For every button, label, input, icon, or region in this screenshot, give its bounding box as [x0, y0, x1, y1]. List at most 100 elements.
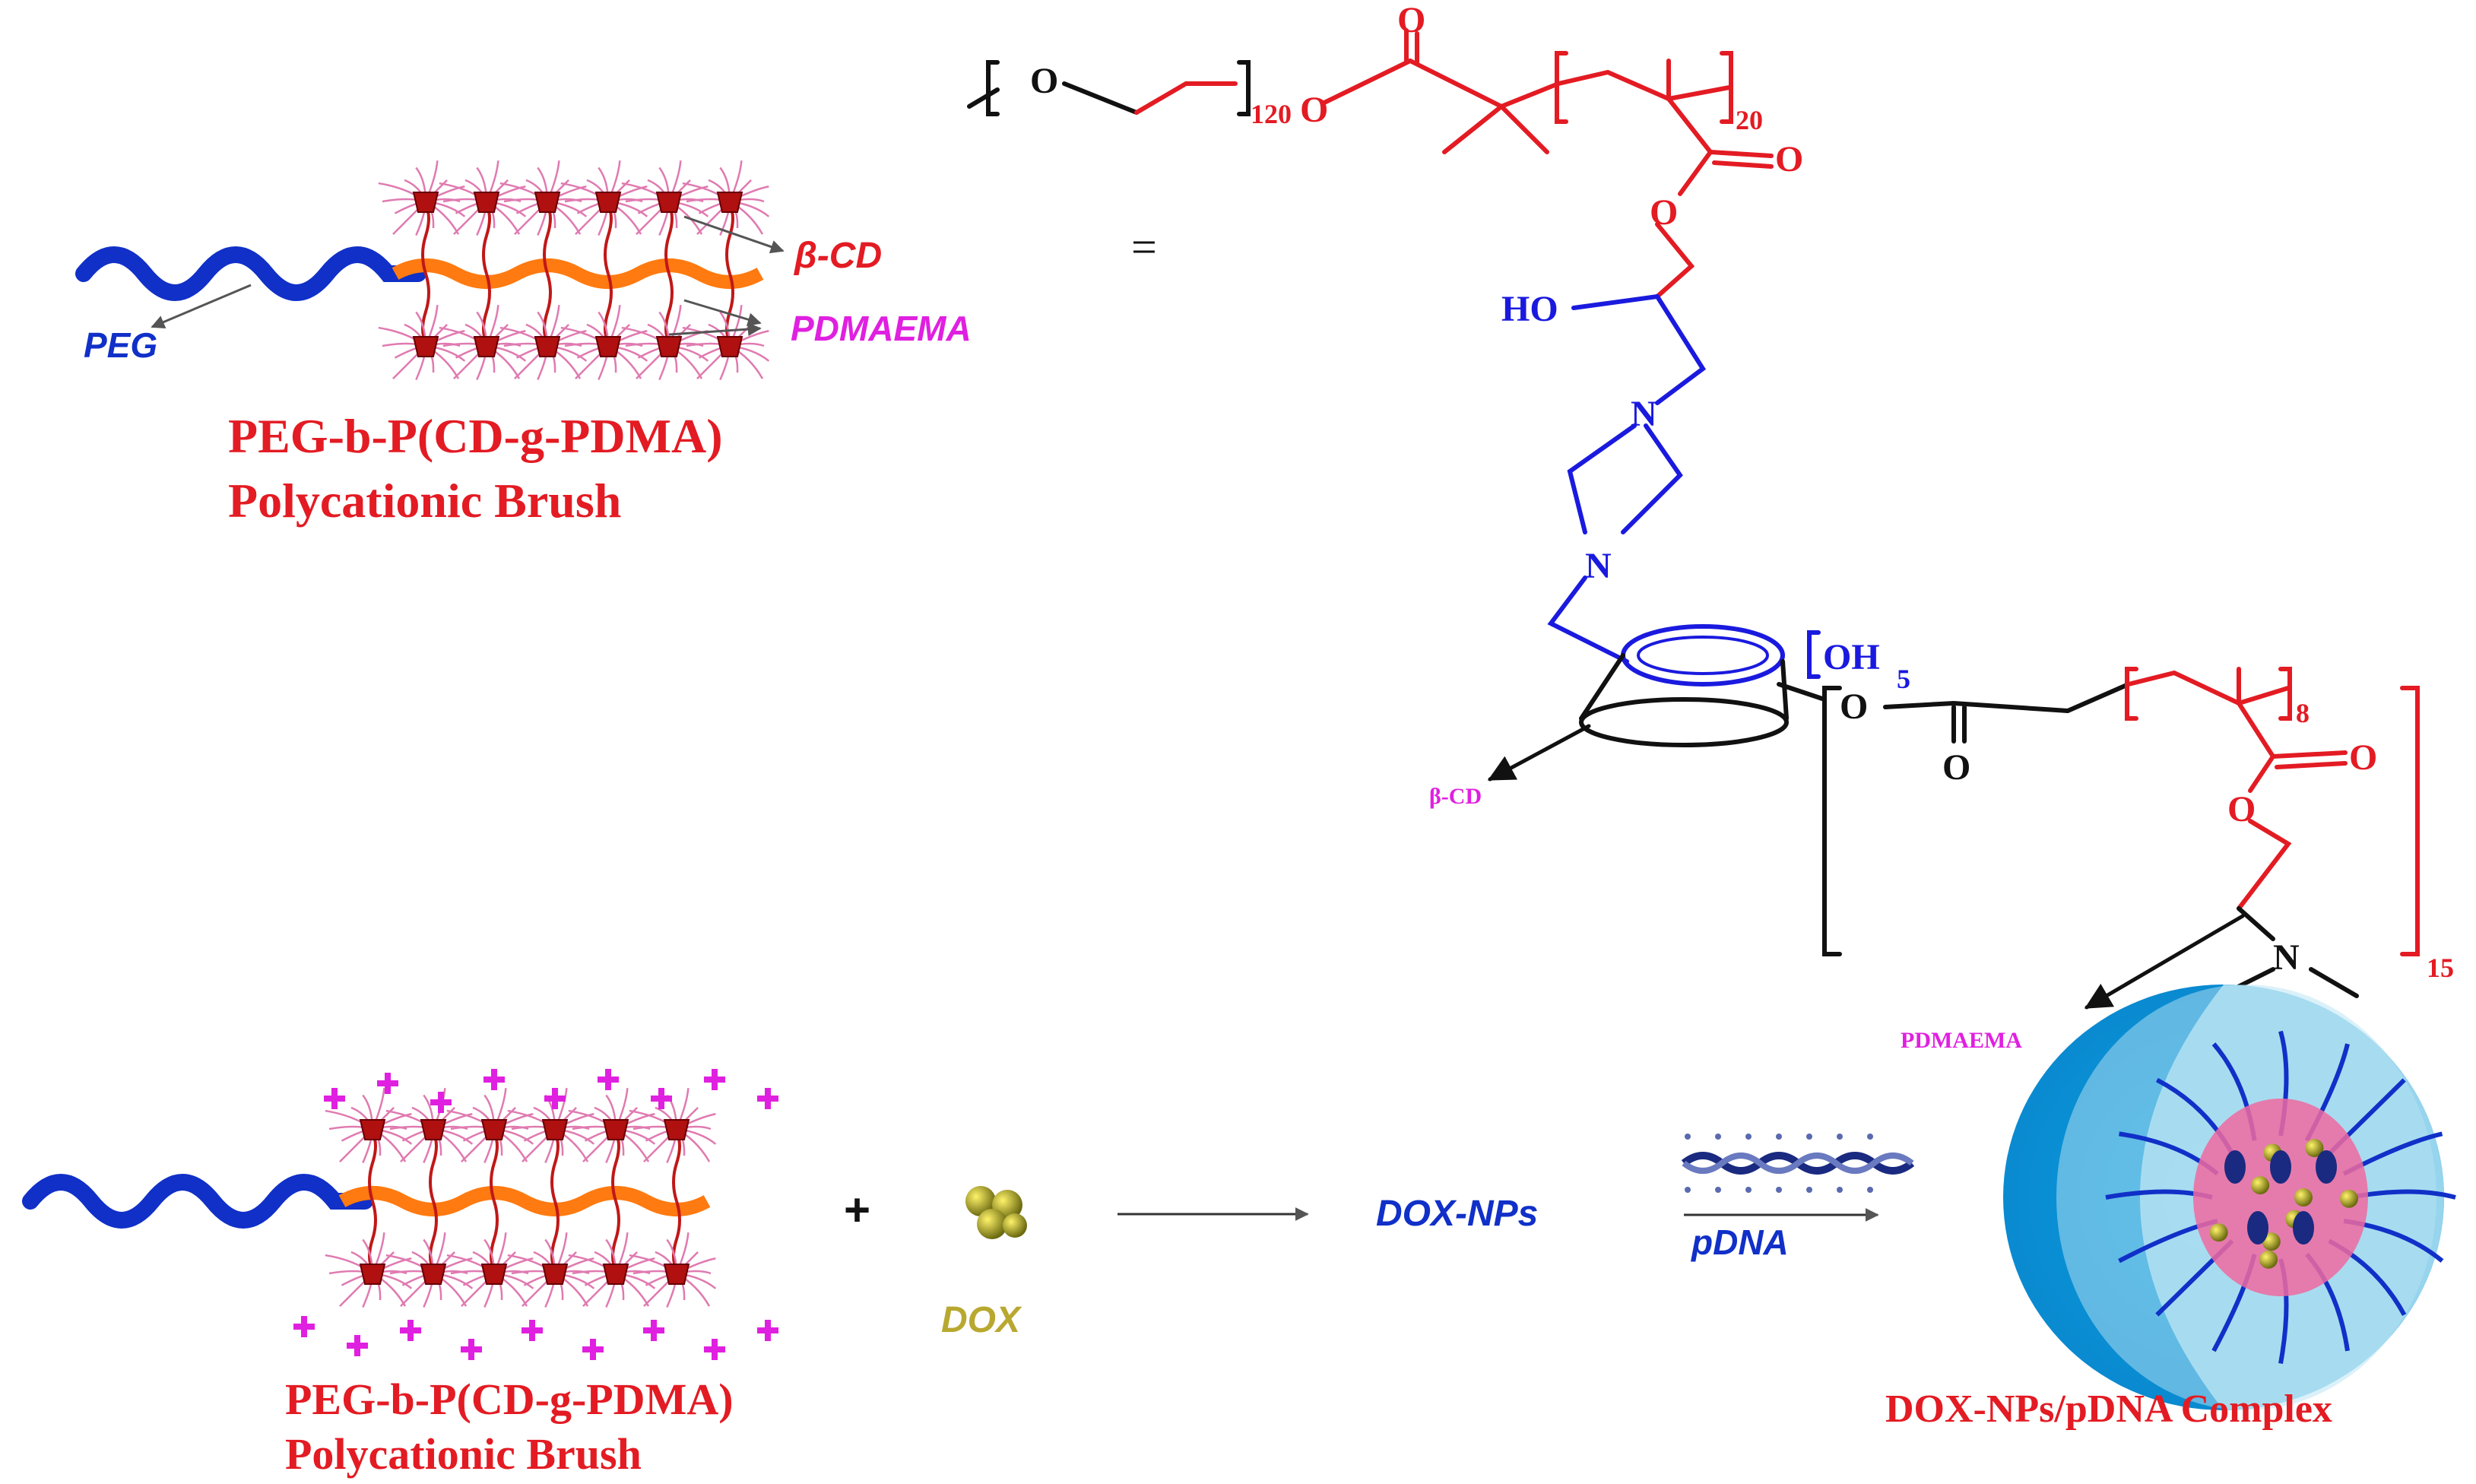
pdma-ester	[2248, 754, 2275, 793]
beta-cd-pointer	[683, 215, 785, 254]
beta-cd-cone	[663, 1264, 690, 1285]
plus-charge-v	[712, 1069, 718, 1090]
arm-repeat-count: 15	[2427, 953, 2454, 983]
pdmaema-arrow	[2084, 914, 2245, 1010]
graft-linker	[429, 1200, 438, 1270]
beta-cd-cone	[602, 1119, 629, 1140]
equals-sign: =	[1131, 222, 1157, 272]
structure-pdmaema-label: PDMAEMA	[1901, 1028, 2022, 1053]
peg-bond-1	[1062, 81, 1139, 115]
plus-charge-v	[712, 1339, 718, 1360]
cd-top-rim-inner	[1637, 636, 1769, 675]
beta-cd-cone	[716, 192, 743, 213]
backbone-bracket-left	[1555, 51, 1568, 124]
plus-charge-v	[331, 1088, 338, 1109]
top-brush-caption-1: PEG-b-P(CD-g-PDMA)	[228, 409, 723, 463]
side-chain-1	[1655, 222, 1695, 299]
peg-end-bond	[967, 87, 1000, 109]
pdma-carbonyl-2	[2275, 761, 2348, 769]
peg-pointer	[151, 284, 252, 328]
cd-side-left	[1579, 653, 1625, 721]
beta-cd-cone	[534, 336, 561, 357]
pdmaema-pointer-1	[683, 299, 762, 326]
arm-bracket-right	[2400, 686, 2420, 956]
pdma-ethyl	[2237, 819, 2292, 911]
plus-sign: +	[844, 1184, 870, 1235]
arm-bracket-left	[1822, 686, 1842, 956]
pdna-label: pDNA	[1690, 1222, 1789, 1262]
beta-cd-cone	[541, 1119, 569, 1140]
plus-charge-v	[354, 1335, 360, 1356]
piperazine-ring	[1567, 423, 1683, 534]
brush-backbone	[392, 258, 764, 289]
bottom-peg-chain	[22, 1174, 373, 1229]
beta-cd-cone	[420, 1264, 447, 1285]
pdna-icon	[1681, 1134, 1915, 1193]
beta-cd-cone	[359, 1119, 386, 1140]
ester-o: O	[1300, 90, 1328, 130]
complex-dox	[2294, 1188, 2313, 1207]
graft-linker	[543, 273, 552, 343]
bottom-brush-cartoon	[22, 1069, 778, 1360]
side-ester-o: O	[1650, 192, 1678, 233]
carbonyl-o-top: O	[1397, 0, 1425, 40]
plus-charge-v	[765, 1088, 771, 1109]
cd-oh: OH	[1823, 637, 1880, 677]
cd-to-o	[1777, 682, 1827, 702]
complex-pdna	[2316, 1150, 2337, 1184]
graft-linker	[672, 1200, 681, 1270]
cd-side-right	[1780, 659, 1789, 721]
beta-cd-label: β-CD	[793, 236, 882, 276]
beta-cd-cone	[541, 1264, 569, 1285]
beta-cd-cone	[480, 1119, 508, 1140]
complex-pdna	[2224, 1150, 2246, 1184]
beta-cd-cone	[412, 336, 439, 357]
structure-beta-cd-label: β-CD	[1429, 784, 1482, 809]
top-brush-cartoon: β-CD PEG PDMAEMA	[75, 160, 972, 380]
peg-bracket-right	[1237, 60, 1251, 116]
graft-linker	[604, 273, 613, 343]
bottom-brush-caption-1: PEG-b-P(CD-g-PDMA)	[285, 1375, 734, 1424]
graft-linker	[421, 273, 430, 343]
plus-charge-v	[658, 1088, 664, 1109]
complex-pdna	[2247, 1211, 2268, 1245]
side-carbonyl-2	[1712, 160, 1774, 169]
beta-cd-cone	[412, 192, 439, 213]
complex-dox	[2259, 1250, 2278, 1269]
backbone-bracket-right	[1720, 51, 1733, 124]
beta-cd-cone	[473, 336, 500, 357]
plus-charge-v	[765, 1320, 771, 1341]
hydroxyl: HO	[1501, 289, 1558, 329]
beta-cd-cone	[655, 336, 683, 357]
pdma-carbonyl-1	[2271, 750, 2348, 759]
peg-bond-2	[1134, 81, 1238, 115]
complex-core	[2105, 1030, 2456, 1365]
beta-cd-cone	[473, 192, 500, 213]
complex-dox	[2251, 1176, 2270, 1195]
pdma-bracket-left	[2125, 667, 2138, 721]
side-c	[1666, 97, 1713, 154]
peg-o: O	[1030, 61, 1058, 101]
piperazine-n-bottom: N	[1585, 546, 1612, 586]
plus-charge-v	[590, 1339, 596, 1360]
ethyl-to-n	[2237, 906, 2275, 941]
plus-charge-v	[438, 1092, 444, 1113]
graft-linker	[611, 1200, 620, 1270]
plus-charge-v	[301, 1316, 307, 1337]
cationic-charges	[293, 1069, 778, 1360]
beta-cd-cone	[655, 192, 683, 213]
plus-charge-v	[529, 1320, 535, 1341]
side-carbonyl-o: O	[1775, 139, 1803, 179]
bottom-brush-caption-2: Polycationic Brush	[285, 1429, 642, 1479]
side-ester	[1678, 150, 1713, 196]
methyl-1	[1442, 104, 1504, 154]
complex-pdna	[2270, 1150, 2291, 1184]
piperazine-n-top: N	[1631, 394, 1657, 434]
graft-linker	[550, 1200, 560, 1270]
to-pdma	[2065, 682, 2131, 713]
pdma-carbonyl-o: O	[2349, 737, 2377, 778]
linker	[1883, 700, 2070, 713]
plus-charge-v	[385, 1073, 391, 1094]
chemical-structure	[967, 28, 2420, 1010]
